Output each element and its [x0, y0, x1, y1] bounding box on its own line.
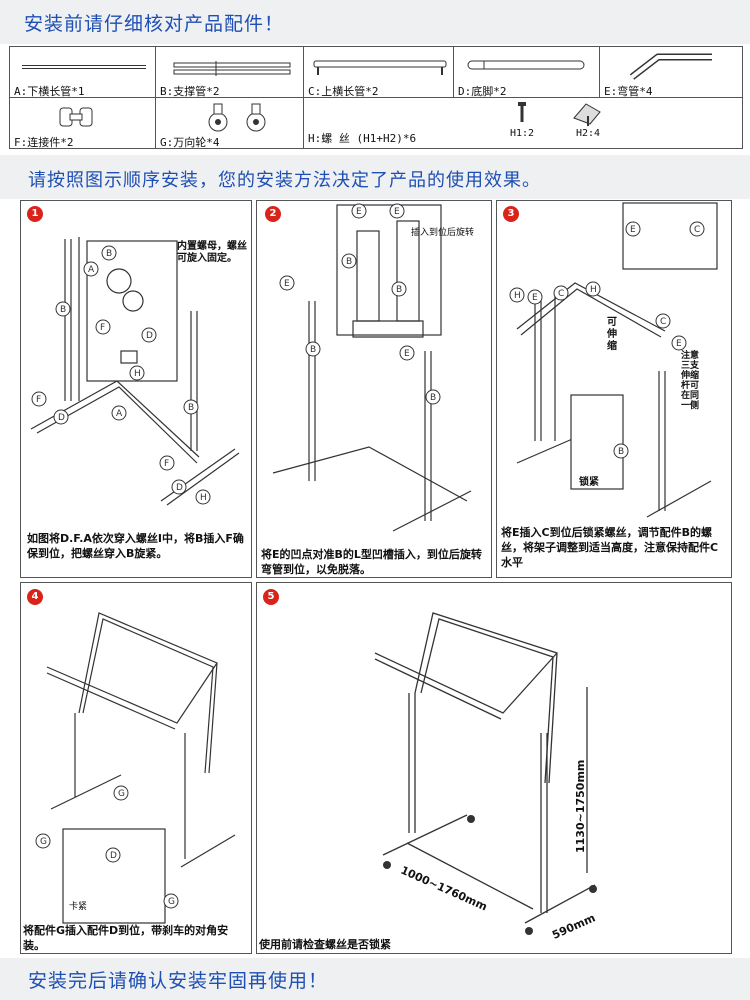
screw-h2-label: H2:4 — [576, 128, 601, 139]
part-label-g: G:万向轮*4 — [160, 136, 220, 149]
part-cell-b: B:支撑管*2 — [156, 47, 304, 98]
step-2-panel: 2 E E B B E B E B 插入到位后旋转 将E的凹点对准B的L型凹槽插… — [256, 200, 492, 578]
svg-text:A: A — [88, 265, 95, 275]
step-4-caption: 将配件G插入配件D到位，带刹车的对角安装。 — [23, 924, 229, 952]
part-cell-a: A:下横长管*1 — [10, 47, 156, 98]
instruction-banner: 请按照图示顺序安装，您的安装方法决定了产品的使用效果。 — [28, 170, 541, 191]
caster-wheel-icon — [208, 103, 266, 132]
svg-text:D: D — [176, 483, 183, 493]
step-1-note: 内置螺母，螺丝可旋入固定。 — [177, 241, 247, 264]
step-1-caption: 如图将D.F.A依次穿入螺丝I中，将B插入F确保到位，把螺丝穿入B旋紧。 — [27, 532, 244, 560]
svg-text:F: F — [164, 459, 169, 469]
svg-text:B: B — [396, 285, 402, 295]
svg-text:F: F — [100, 323, 105, 333]
step-1-panel: 1 B A B F D H F D A B F D H 内置螺母，螺丝可旋入固定… — [20, 200, 252, 578]
svg-text:G: G — [118, 789, 125, 799]
svg-text:E: E — [356, 207, 362, 217]
straight-pipe-icon — [22, 65, 146, 69]
instruction-band — [0, 155, 750, 199]
step-4-panel: 4 G G D G 卡紧 将配件G插入配件D到位，带刹车的对角安装。 — [20, 582, 252, 954]
step-3-diagram: E C H E C H C E B — [509, 202, 718, 518]
svg-text:D: D — [110, 851, 117, 861]
connector-icon — [59, 107, 93, 127]
svg-text:H: H — [590, 285, 597, 295]
step-4-number: 4 — [27, 589, 43, 605]
svg-text:H: H — [134, 369, 141, 379]
step-4-note: 卡紧 — [69, 902, 88, 912]
svg-text:G: G — [168, 897, 175, 907]
screw-h1-label: H1:2 — [510, 128, 535, 139]
screw-icon — [518, 102, 601, 126]
svg-text:D: D — [146, 331, 153, 341]
svg-text:E: E — [676, 339, 682, 349]
part-label-d: D:底脚*2 — [458, 85, 507, 98]
step-3-lock-note: 锁紧 — [579, 477, 599, 488]
step-3-number: 3 — [503, 206, 519, 222]
part-label-b: B:支撑管*2 — [160, 85, 220, 98]
step-3-stretch-note: 可伸缩 — [607, 317, 617, 352]
part-cell-c: C:上横长管*2 — [304, 47, 454, 98]
top-pipe-icon — [313, 60, 447, 75]
svg-text:E: E — [284, 279, 290, 289]
step-5-diagram — [374, 612, 597, 935]
svg-text:F: F — [36, 395, 41, 405]
footer-band — [0, 958, 750, 1000]
svg-text:B: B — [60, 305, 66, 315]
svg-text:B: B — [346, 257, 352, 267]
header-band — [0, 0, 750, 44]
step-5-dim-height: 1130~1750mm — [574, 759, 587, 853]
step-2-diagram: E E B B E B E B — [272, 203, 472, 532]
part-label-e: E:弯管*4 — [604, 85, 653, 98]
svg-text:B: B — [430, 393, 436, 403]
svg-text:B: B — [106, 249, 112, 259]
svg-text:B: B — [188, 403, 194, 413]
svg-text:E: E — [394, 207, 400, 217]
step-1-diagram: B A B F D H F D A B F D H — [30, 237, 240, 506]
svg-text:H: H — [200, 493, 207, 503]
svg-text:A: A — [116, 409, 123, 419]
svg-text:C: C — [660, 317, 666, 327]
svg-text:C: C — [694, 225, 700, 235]
svg-text:B: B — [618, 447, 624, 457]
part-cell-h: H:螺 丝 (H1+H2)*6 H1:2 H2:4 — [304, 98, 743, 149]
part-cell-e: E:弯管*4 — [600, 47, 743, 98]
step-4-diagram: G G D G — [35, 612, 236, 924]
step-3-side-note: 注意三支伸缩杆可在同一侧 — [681, 351, 700, 411]
svg-text:B: B — [310, 345, 316, 355]
step-3-caption: 将E插入C到位后锁紧螺丝，调节配件B的螺丝，将架子调整到适当高度，注意保持配件C… — [501, 526, 719, 569]
part-cell-f: F:连接件*2 — [10, 98, 156, 149]
parts-table: A:下横长管*1 B:支撑管*2 C:上横长管*2 D:底脚*2 E:弯管*4 … — [9, 46, 743, 149]
svg-text:E: E — [404, 349, 410, 359]
part-label-c: C:上横长管*2 — [308, 85, 379, 98]
base-foot-icon — [467, 60, 585, 70]
step-3-panel: 3 E C H E C H C E B 可伸缩 注意三支伸缩杆可在同一侧 锁紧 … — [496, 200, 732, 578]
svg-text:D: D — [58, 413, 65, 423]
part-label-f: F:连接件*2 — [14, 136, 74, 149]
bent-pipe-icon — [629, 53, 712, 80]
step-5-panel: 5 1130~1750mm 1000~1760mm 590mm 使用前请检查螺丝… — [256, 582, 732, 954]
part-cell-d: D:底脚*2 — [454, 47, 600, 98]
svg-text:E: E — [630, 225, 636, 235]
support-pipe-icon — [173, 61, 291, 76]
part-label-a: A:下横长管*1 — [14, 85, 85, 98]
step-5-number: 5 — [263, 589, 279, 605]
step-2-caption: 将E的凹点对准B的L型凹槽插入，到位后旋转弯管到位，以免脱落。 — [261, 548, 482, 576]
footer-text: 安装完后请确认安装牢固再使用！ — [28, 970, 329, 992]
svg-text:C: C — [558, 289, 564, 299]
step-5-caption: 使用前请检查螺丝是否锁紧 — [259, 938, 391, 951]
part-cell-g: G:万向轮*4 — [156, 98, 304, 149]
step-2-number: 2 — [265, 206, 281, 222]
part-label-h: H:螺 丝 (H1+H2)*6 — [308, 132, 417, 145]
svg-text:E: E — [532, 293, 538, 303]
svg-text:G: G — [40, 837, 47, 847]
step-1-number: 1 — [27, 206, 43, 222]
svg-text:H: H — [514, 291, 521, 301]
step-2-note: 插入到位后旋转 — [411, 228, 475, 238]
header-title: 安装前请仔细核对产品配件！ — [24, 13, 285, 35]
